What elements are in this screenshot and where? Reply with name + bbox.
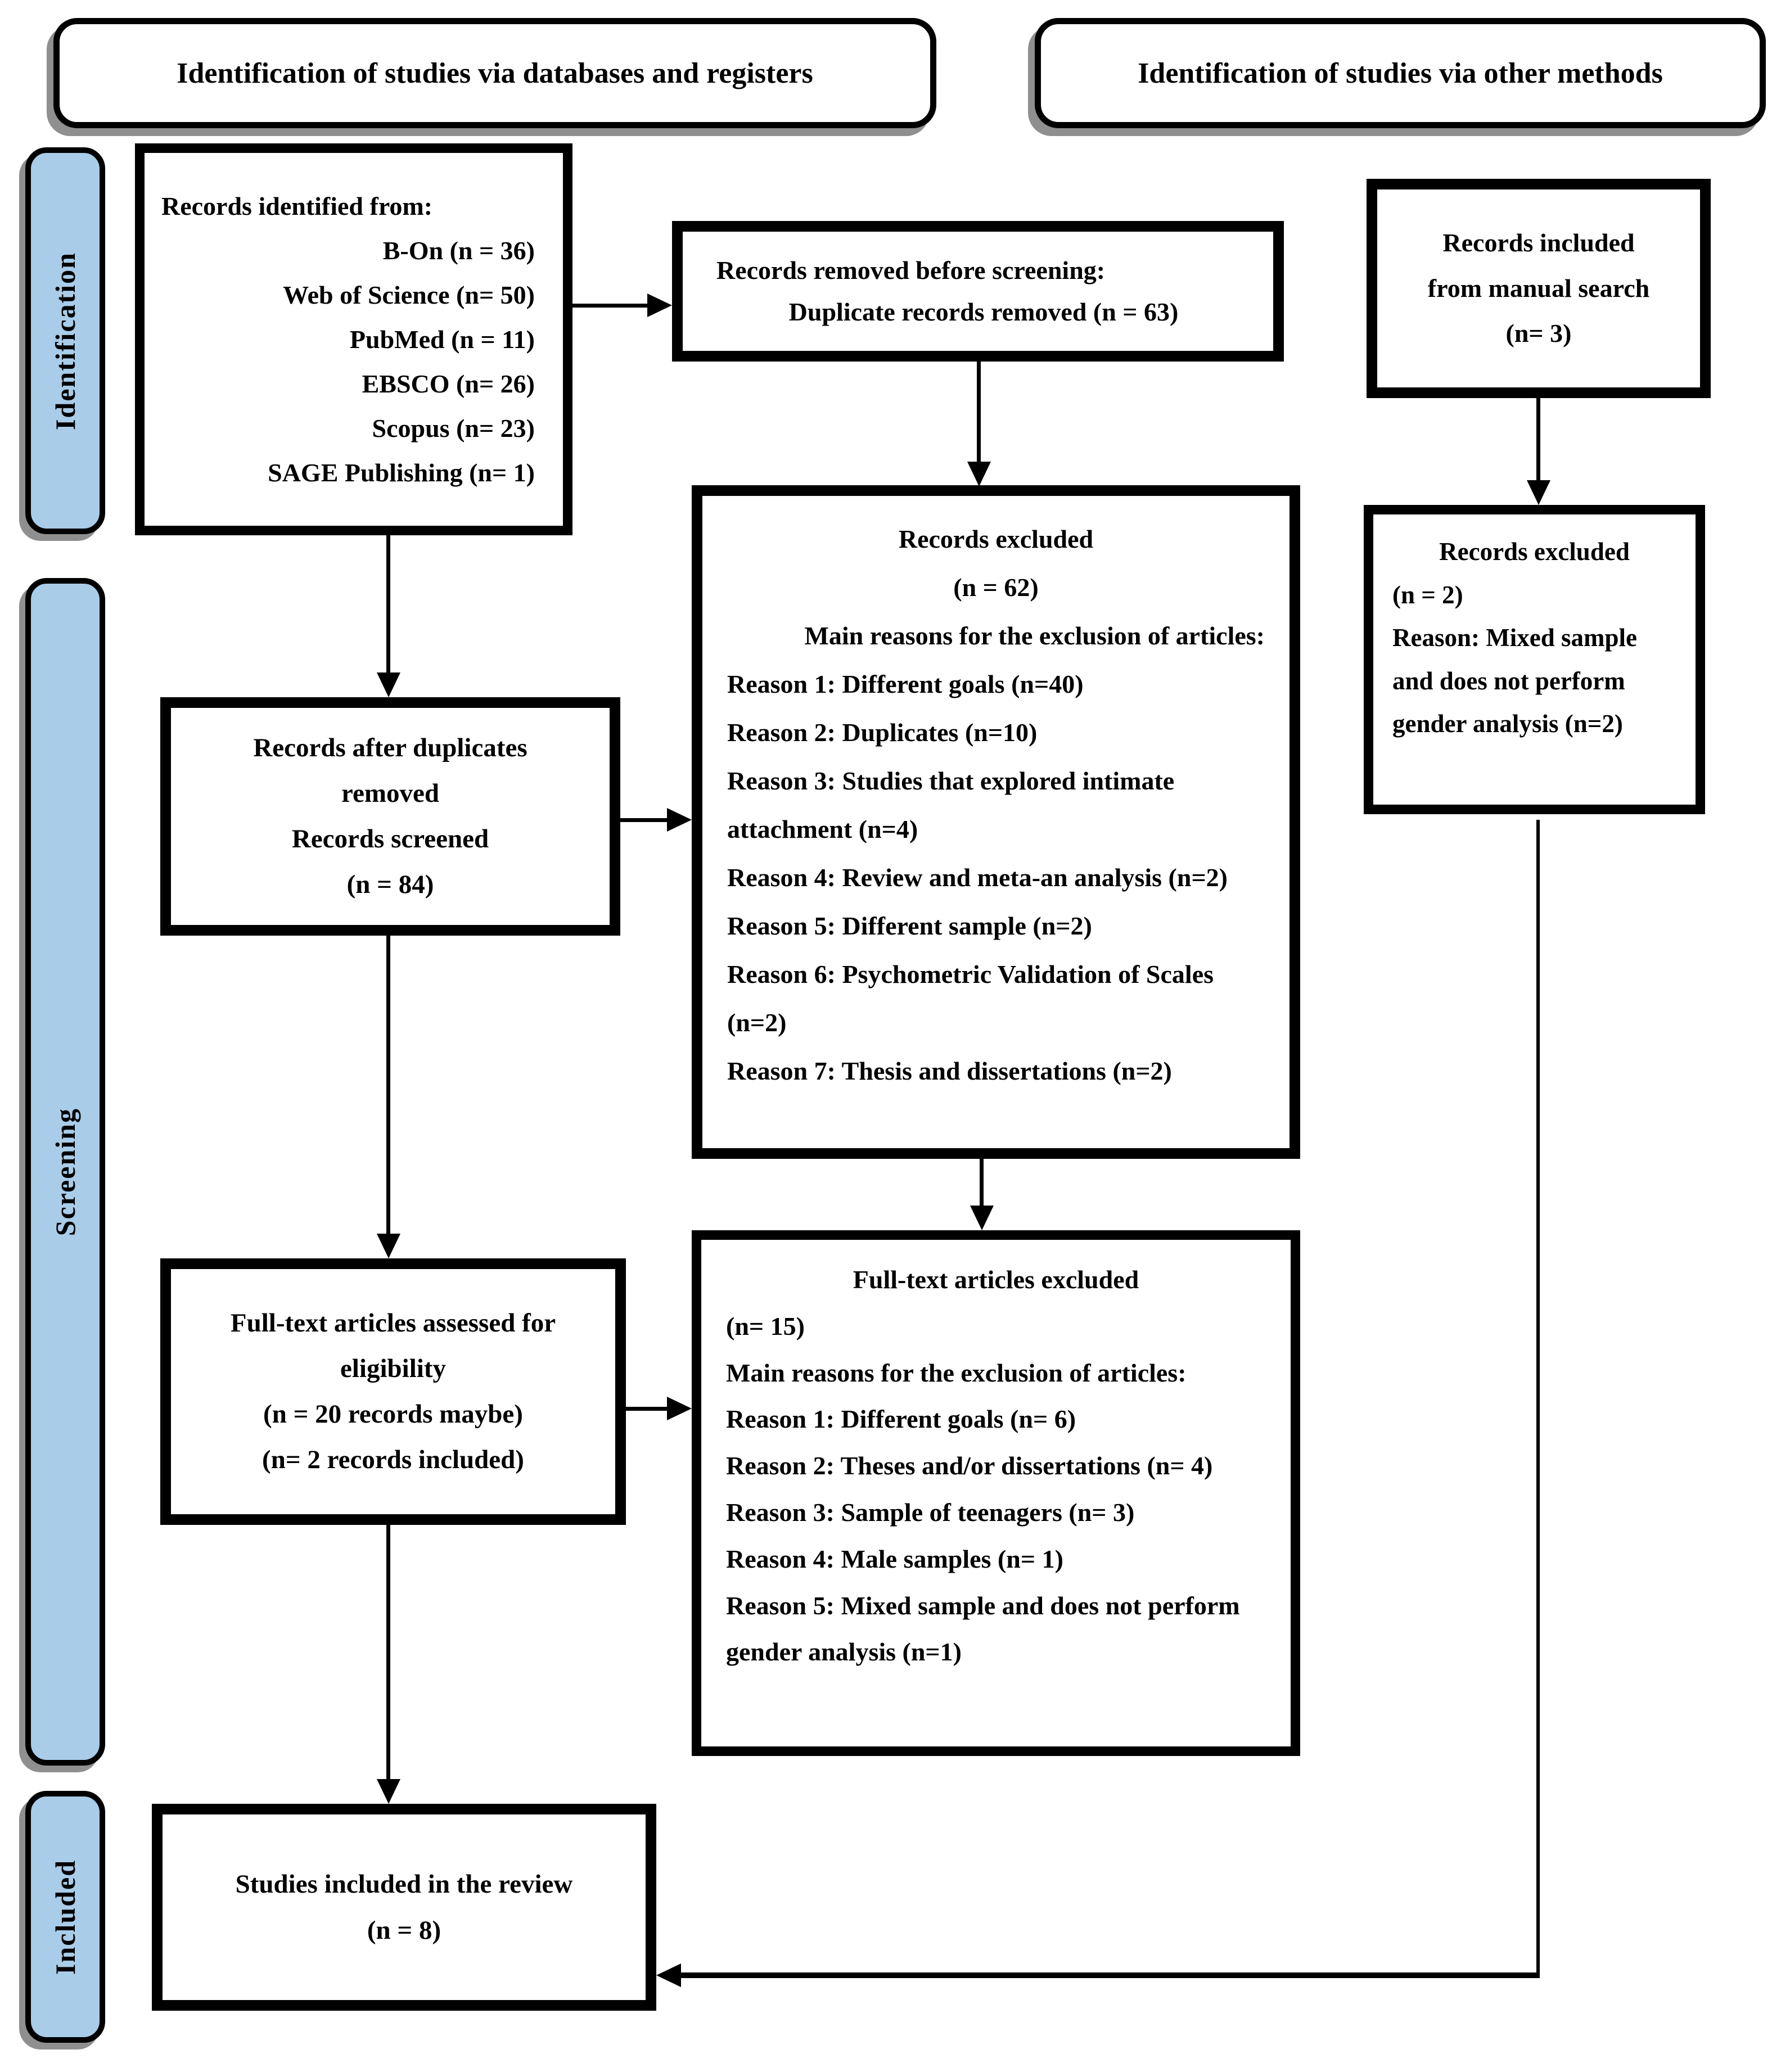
db-reason-4: Reason 4: Review and meta-an analysis (n… — [727, 863, 1228, 892]
manual-search-line1: Records included — [1442, 228, 1635, 258]
records-excluded-db-count: (n = 62) — [953, 573, 1039, 602]
arrow-line — [386, 533, 390, 675]
arrowhead-right-icon — [667, 808, 692, 832]
records-removed-duplicates: Duplicate records removed (n = 63) — [788, 297, 1179, 326]
fulltext-assessed-line2: eligibility — [340, 1354, 446, 1384]
studies-included-title: Studies included in the review — [235, 1869, 573, 1899]
box-records-identified: Records identified from: B-On (n = 36) W… — [135, 143, 572, 535]
records-excluded-manual-reason: Reason: Mixed sample and does not perfor… — [1392, 624, 1637, 738]
records-excluded-db-subtitle: Main reasons for the exclusion of articl… — [804, 621, 1265, 651]
arrowhead-right-icon — [667, 1397, 692, 1420]
arrow-line — [619, 818, 669, 822]
db-reason-6: Reason 6: Psychometric Validation of Sca… — [727, 960, 1214, 1037]
fulltext-excluded-subtitle: Main reasons for the exclusion of articl… — [726, 1358, 1187, 1387]
sidebar-bar-screening: Screening — [25, 578, 105, 1766]
ft-reason-1: Reason 1: Different goals (n= 6) — [726, 1405, 1076, 1434]
fulltext-excluded-count: (n= 15) — [726, 1311, 805, 1340]
arrowhead-down-icon — [377, 1779, 400, 1804]
records-excluded-manual-title: Records excluded — [1439, 538, 1630, 566]
source-b-on: B-On (n = 36) — [382, 236, 535, 265]
arrow-line — [386, 935, 390, 1236]
source-sage: SAGE Publishing (n= 1) — [268, 458, 535, 487]
header-databases-registers-label: Identification of studies via databases … — [177, 57, 813, 89]
sidebar-label-identification: Identification — [49, 251, 81, 430]
studies-included-count: (n = 8) — [367, 1916, 441, 1945]
records-removed-title: Records removed before screening: — [716, 256, 1106, 285]
arrow-elbow-vertical-line — [1536, 820, 1540, 1978]
fulltext-excluded-title: Full-text articles excluded — [853, 1265, 1139, 1294]
header-other-methods: Identification of studies via other meth… — [1035, 18, 1766, 128]
ft-reason-5: Reason 5: Mixed sample and does not perf… — [726, 1591, 1240, 1667]
header-other-methods-label: Identification of studies via other meth… — [1138, 57, 1663, 89]
ft-reason-4: Reason 4: Male samples (n= 1) — [726, 1544, 1063, 1573]
arrow-line — [977, 360, 981, 464]
source-scopus: Scopus (n= 23) — [372, 414, 535, 443]
db-reason-7: Reason 7: Thesis and dissertations (n=2) — [727, 1057, 1172, 1086]
arrow-elbow-horizontal-line — [678, 1972, 1540, 1978]
box-fulltext-excluded: Full-text articles excluded (n= 15) Main… — [692, 1230, 1300, 1756]
source-ebsco: EBSCO (n= 26) — [362, 369, 535, 399]
db-reason-1: Reason 1: Different goals (n=40) — [727, 670, 1084, 699]
fulltext-assessed-count-maybe: (n = 20 records maybe) — [263, 1400, 523, 1429]
box-fulltext-assessed: Full-text articles assessed for eligibil… — [160, 1258, 626, 1525]
fulltext-assessed-count-included: (n= 2 records included) — [262, 1444, 524, 1474]
ft-reason-3: Reason 3: Sample of teenagers (n= 3) — [726, 1497, 1135, 1527]
arrow-line — [623, 1407, 669, 1411]
db-reason-3: Reason 3: Studies that explored intimate… — [727, 766, 1175, 844]
manual-search-line2: from manual search — [1427, 273, 1650, 303]
arrowhead-down-icon — [967, 462, 991, 486]
records-screened-line1: Records after duplicates — [253, 733, 527, 763]
arrowhead-down-icon — [377, 672, 400, 697]
records-screened-line3: Records screened — [291, 824, 489, 854]
source-pubmed: PubMed (n = 11) — [349, 324, 535, 354]
arrowhead-down-icon — [970, 1206, 994, 1230]
records-screened-count: (n = 84) — [346, 869, 434, 899]
box-records-screened: Records after duplicates removed Records… — [160, 697, 620, 936]
manual-search-count: (n= 3) — [1505, 319, 1572, 348]
arrowhead-left-icon — [656, 1963, 681, 1987]
sidebar-label-screening: Screening — [49, 1107, 81, 1236]
fulltext-assessed-line1: Full-text articles assessed for — [230, 1308, 556, 1338]
ft-reason-2: Reason 2: Theses and/or dissertations (n… — [726, 1451, 1213, 1480]
records-excluded-manual-count: (n = 2) — [1392, 580, 1463, 609]
box-studies-included: Studies included in the review (n = 8) — [152, 1804, 656, 2011]
records-excluded-db-title: Records excluded — [898, 525, 1094, 553]
arrow-line — [980, 1157, 984, 1208]
arrow-line — [1536, 398, 1540, 482]
source-web-of-science: Web of Science (n= 50) — [283, 280, 535, 309]
records-screened-line2: removed — [341, 779, 440, 809]
box-records-excluded-manual: Records excluded (n = 2) Reason: Mixed s… — [1364, 505, 1705, 814]
arrowhead-down-icon — [377, 1234, 400, 1258]
sidebar-bar-included: Included — [25, 1791, 105, 2043]
arrowhead-right-icon — [647, 294, 672, 317]
db-reason-2: Reason 2: Duplicates (n=10) — [727, 718, 1038, 747]
header-databases-registers: Identification of studies via databases … — [53, 18, 936, 128]
sidebar-label-included: Included — [49, 1859, 81, 1975]
box-manual-search: Records included from manual search (n= … — [1367, 179, 1711, 398]
db-reason-5: Reason 5: Different sample (n=2) — [727, 911, 1092, 941]
box-records-excluded-databases: Records excluded (n = 62) Main reasons f… — [692, 485, 1300, 1159]
sidebar-bar-identification: Identification — [25, 147, 105, 534]
arrow-line — [571, 304, 650, 308]
box-records-removed: Records removed before screening: Duplic… — [672, 221, 1284, 362]
arrow-line — [386, 1524, 390, 1781]
records-identified-title: Records identified from: — [161, 191, 433, 220]
arrowhead-down-icon — [1527, 480, 1550, 505]
